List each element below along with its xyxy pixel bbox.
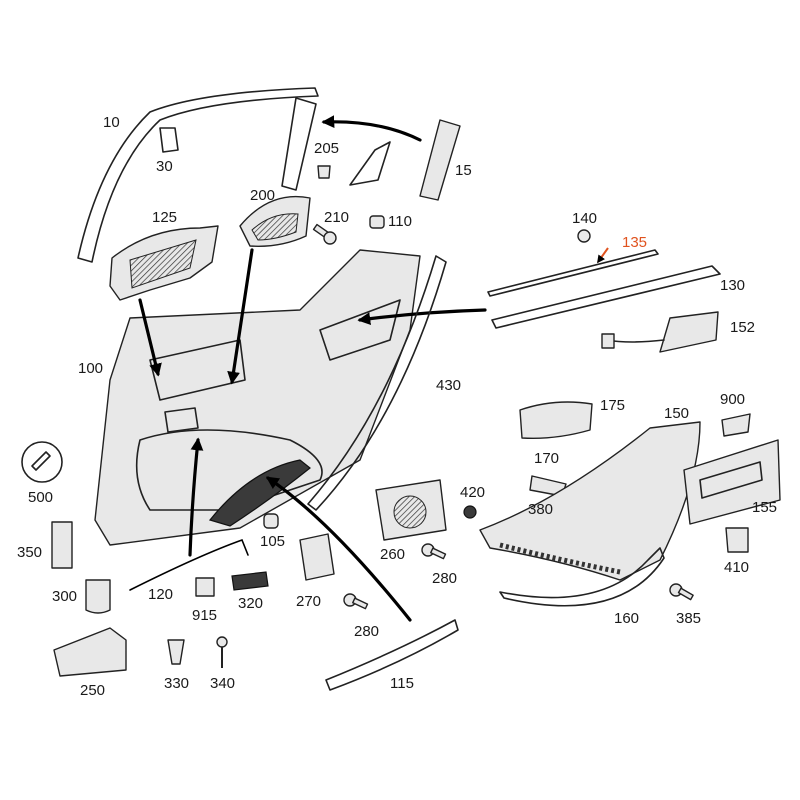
label-140: 140	[572, 210, 597, 227]
part-115-sill-trim[interactable]	[325, 619, 459, 691]
part-260-speaker[interactable]	[375, 479, 447, 541]
part-915-clip[interactable]	[195, 577, 215, 597]
label-420: 420	[460, 484, 485, 501]
part-155-switch-panel[interactable]	[683, 439, 781, 525]
part-410-bracket[interactable]	[725, 527, 749, 553]
callout-arrows-door	[138, 248, 487, 622]
label-350: 350	[17, 544, 42, 561]
label-125: 125	[152, 209, 177, 226]
label-385: 385	[676, 610, 701, 627]
part-300-plug[interactable]	[85, 579, 111, 614]
part-200-handle-bezel[interactable]	[239, 195, 311, 247]
label-380: 380	[528, 501, 553, 518]
part-210-screw[interactable]	[312, 223, 337, 245]
label-152: 152	[730, 319, 755, 336]
label-330: 330	[164, 675, 189, 692]
part-160-lower-strip[interactable]	[499, 547, 665, 607]
label-270: 270	[296, 593, 321, 610]
part-b-pillar-trim[interactable]	[281, 97, 317, 191]
label-210: 210	[324, 209, 349, 226]
part-10-window-frame-trim[interactable]	[77, 87, 319, 263]
part-labels: 10 30 205 15 125 200 210 110 140 135 130…	[17, 114, 777, 699]
label-110: 110	[388, 213, 412, 230]
label-430: 430	[436, 377, 461, 394]
label-200: 200	[250, 187, 275, 204]
part-100-door-panel[interactable]	[94, 249, 421, 546]
label-280-b: 280	[354, 623, 379, 640]
label-115: 115	[390, 675, 414, 692]
part-152-module[interactable]	[601, 311, 719, 353]
label-130: 130	[720, 277, 745, 294]
part-430-strip[interactable]	[307, 255, 447, 511]
label-100: 100	[78, 360, 103, 377]
part-130-trim-strip[interactable]	[491, 265, 721, 329]
part-135-seal-strip[interactable]	[487, 247, 659, 297]
part-330-clip[interactable]	[167, 639, 185, 665]
part-320-connector[interactable]	[231, 571, 269, 591]
part-205-clip[interactable]	[317, 165, 331, 179]
label-15: 15	[455, 162, 472, 179]
part-105-clip[interactable]	[263, 513, 279, 529]
part-385-screw[interactable]	[669, 583, 694, 601]
label-260: 260	[380, 546, 405, 563]
label-30: 30	[156, 158, 173, 175]
part-30-bracket[interactable]	[159, 127, 179, 153]
label-410: 410	[724, 559, 749, 576]
label-915: 915	[192, 607, 217, 624]
label-300: 300	[52, 588, 77, 605]
label-205: 205	[314, 140, 339, 157]
label-340: 340	[210, 675, 235, 692]
part-420-grommet[interactable]	[463, 505, 477, 519]
part-350-module[interactable]	[51, 521, 73, 569]
label-150: 150	[664, 405, 689, 422]
part-900-clip[interactable]	[721, 413, 751, 437]
label-320: 320	[238, 595, 263, 612]
part-15-pillar-trim[interactable]	[321, 115, 461, 201]
part-500-tool-icon[interactable]	[21, 441, 63, 483]
label-170: 170	[534, 450, 559, 467]
label-250: 250	[80, 682, 105, 699]
label-135: 135	[622, 234, 647, 251]
part-280-screw-a[interactable]	[421, 543, 447, 560]
label-175: 175	[600, 397, 625, 414]
part-340-pin[interactable]	[216, 636, 228, 668]
label-10: 10	[103, 114, 120, 131]
part-120-cable[interactable]	[129, 538, 249, 591]
label-280-a: 280	[432, 570, 457, 587]
part-270-bracket[interactable]	[299, 533, 335, 581]
label-900: 900	[720, 391, 745, 408]
part-140-clip[interactable]	[577, 229, 591, 243]
label-120: 120	[148, 586, 173, 603]
label-160: 160	[614, 610, 639, 627]
label-105: 105	[260, 533, 285, 550]
label-155: 155	[752, 499, 777, 516]
part-125-handle-bracket[interactable]	[109, 225, 219, 301]
part-150-armrest-trim[interactable]	[479, 421, 701, 581]
part-110-clip[interactable]	[369, 215, 385, 229]
label-500: 500	[28, 489, 53, 506]
part-250-holder[interactable]	[53, 627, 127, 677]
part-175-switch[interactable]	[519, 401, 593, 439]
part-280-screw-b[interactable]	[343, 593, 369, 610]
